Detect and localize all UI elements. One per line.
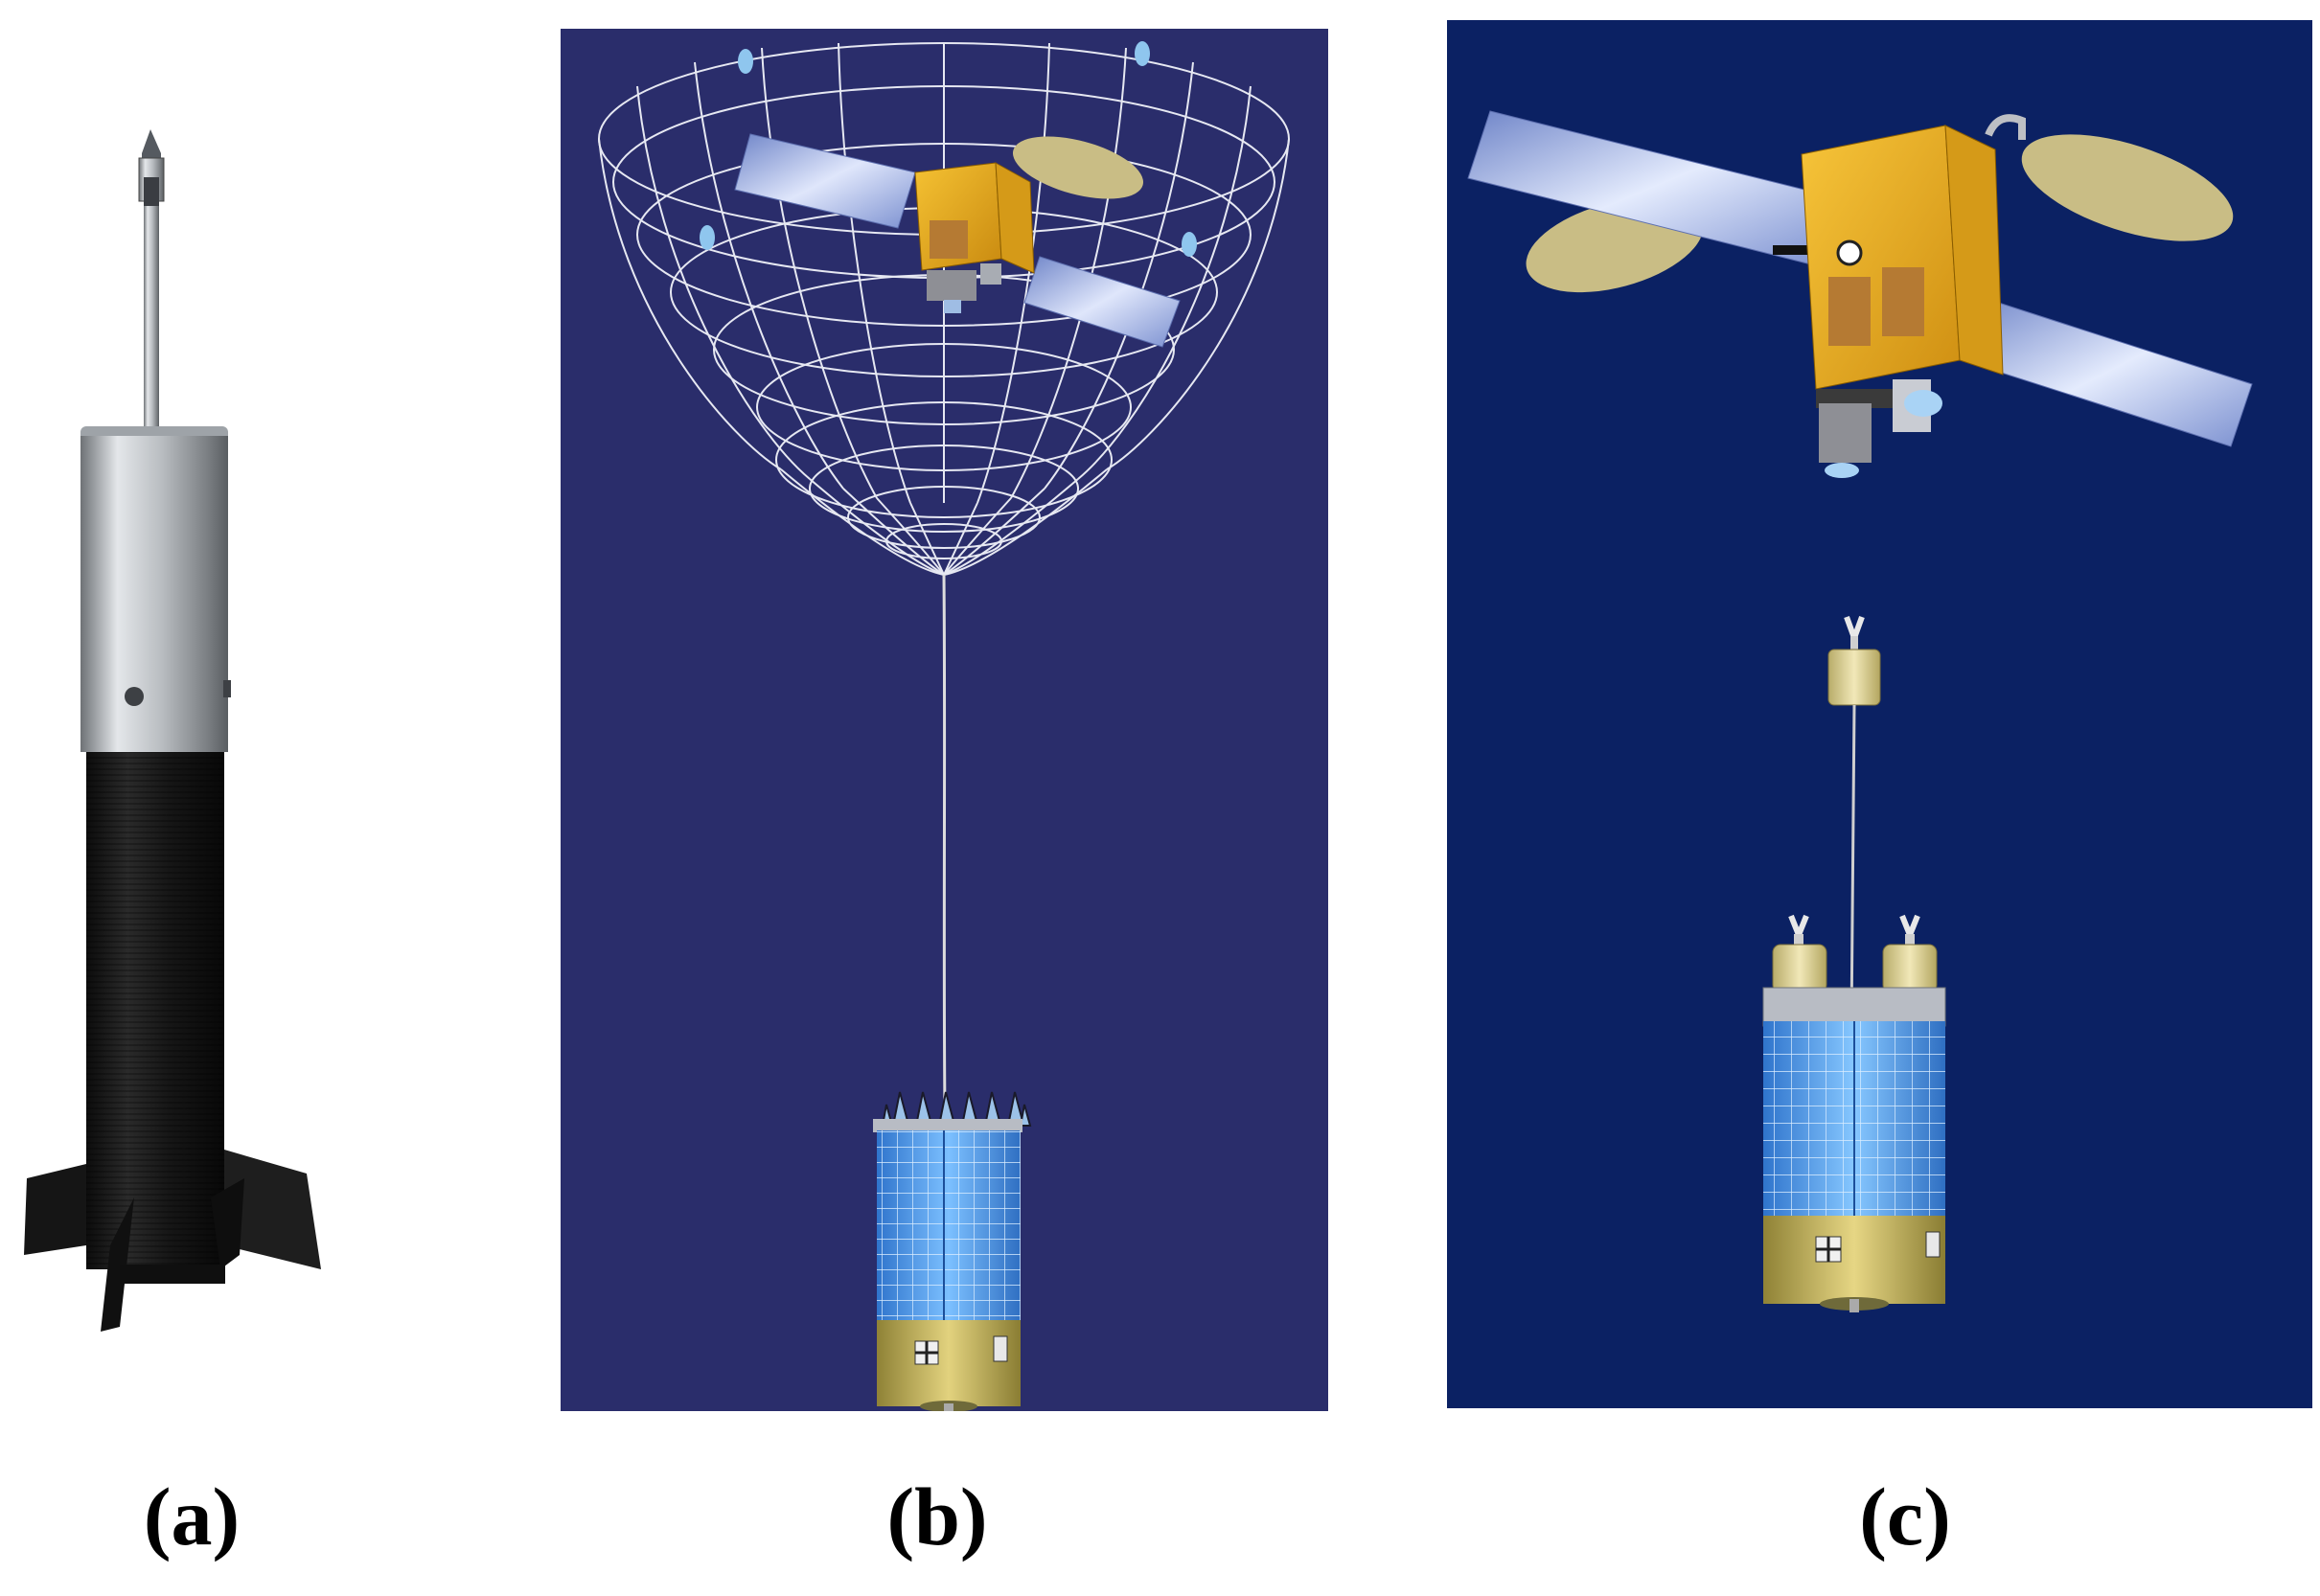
gripper-claw — [1899, 914, 1920, 937]
panel-a-penetrator — [0, 0, 537, 1418]
gripper-capture-illustration — [1447, 20, 2312, 1408]
caption-c: (c) — [1859, 1471, 1951, 1562]
probe-rod — [144, 206, 159, 428]
chaser-spacecraft — [1762, 914, 1946, 1312]
service-module — [1763, 1216, 1945, 1304]
gripper-claw — [1844, 615, 1865, 640]
net-weight — [738, 49, 753, 74]
target-satellite — [734, 133, 1181, 348]
dish-antenna — [1012, 136, 1144, 199]
gripper-module — [1827, 615, 1881, 706]
probe-fin-left — [24, 1164, 86, 1255]
capture-net — [598, 42, 1290, 578]
net-weight — [1135, 41, 1150, 66]
probe-fin-right — [224, 1150, 321, 1269]
panel-b-net-capture — [561, 29, 1328, 1411]
penetrator-illustration — [24, 129, 321, 1332]
thruster — [1819, 403, 1872, 463]
tether — [1849, 704, 1856, 1027]
probe-fin-front — [101, 1197, 134, 1332]
caption-a: (a) — [143, 1471, 241, 1562]
net-capture-illustration — [561, 29, 1328, 1411]
probe-housing — [80, 436, 228, 752]
thruster — [927, 270, 976, 301]
housing-screw — [125, 687, 144, 706]
solar-panel — [734, 133, 916, 229]
net-weight — [700, 225, 715, 250]
net-weight — [1182, 232, 1197, 257]
target-satellite — [1467, 110, 2253, 478]
solar-panel — [1023, 256, 1181, 348]
panel-c-gripper-capture — [1447, 20, 2312, 1408]
gripper-claw — [1788, 914, 1809, 937]
dish-antenna — [2021, 134, 2234, 241]
caption-b: (b) — [886, 1471, 988, 1562]
service-module — [877, 1320, 1021, 1406]
chaser-spacecraft — [873, 1091, 1032, 1411]
satellite-bus — [1801, 125, 1961, 390]
